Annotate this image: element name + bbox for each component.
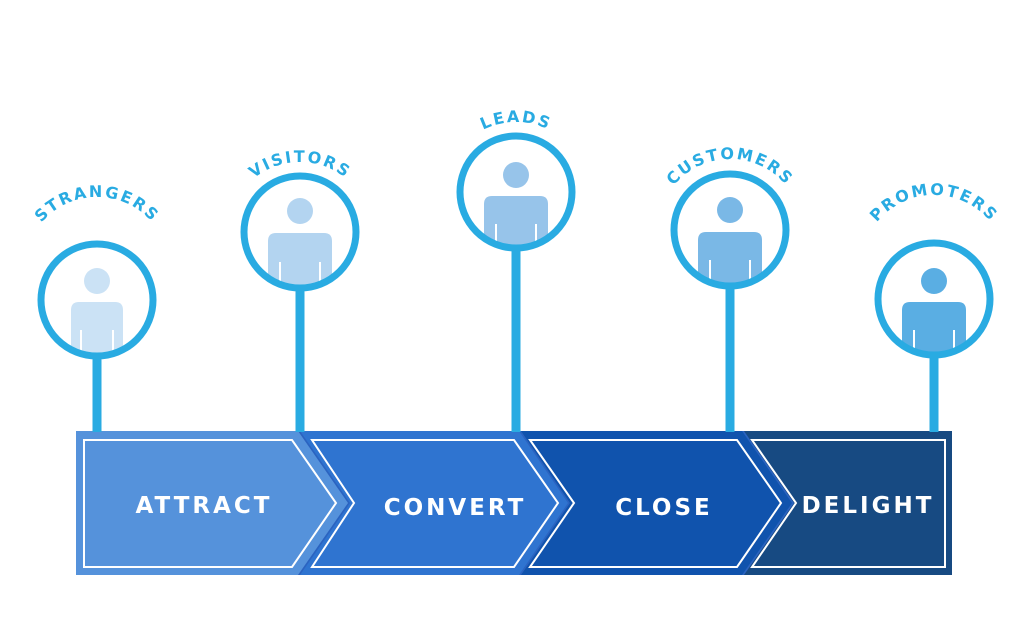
stage-close-chevron [521,431,792,575]
stage-attract: ATTRACT [76,431,348,575]
stage-close-outline [528,439,783,568]
stage-delight: DELIGHT [744,431,952,575]
persona-ring [670,170,790,290]
stage-delight-label: DELIGHT [802,493,935,519]
person-icon [698,197,762,283]
stage-attract-outline [83,439,338,568]
stage-close-label: CLOSE [615,495,713,521]
persona-ring [456,132,576,252]
persona-promoters: PROMOTERS [866,180,1002,432]
stage-convert-label: CONVERT [384,495,527,521]
persona-strangers: STRANGERS [31,182,164,432]
persona-ring [240,172,360,292]
stage-attract-chevron [76,431,348,575]
stage-band: ATTRACT CONVERT CLOSE DELIGHT [76,431,952,575]
stage-attract-label: ATTRACT [136,493,273,519]
persona-promoters-label: PROMOTERS [866,180,1002,225]
persona-visitors: VISITORS [240,147,360,432]
stage-delight-chevron [744,431,952,575]
persona-leads-label: LEADS [477,107,554,133]
stage-convert: CONVERT [300,431,568,575]
person-icon [268,198,332,285]
person-icon [902,268,966,352]
stage-close: CLOSE [521,431,792,575]
person-icon [71,268,123,353]
persona-customers: CUSTOMERS [662,144,797,432]
persona-ring [37,240,157,360]
stage-delight-outline [750,439,946,568]
persona-customers-label: CUSTOMERS [662,144,797,189]
stage-convert-chevron [300,431,568,575]
persona-leads: LEADS [456,107,576,432]
stage-convert-outline [310,439,560,568]
persona-strangers-label: STRANGERS [31,182,164,225]
person-icon [484,162,548,245]
persona-ring [874,239,994,359]
